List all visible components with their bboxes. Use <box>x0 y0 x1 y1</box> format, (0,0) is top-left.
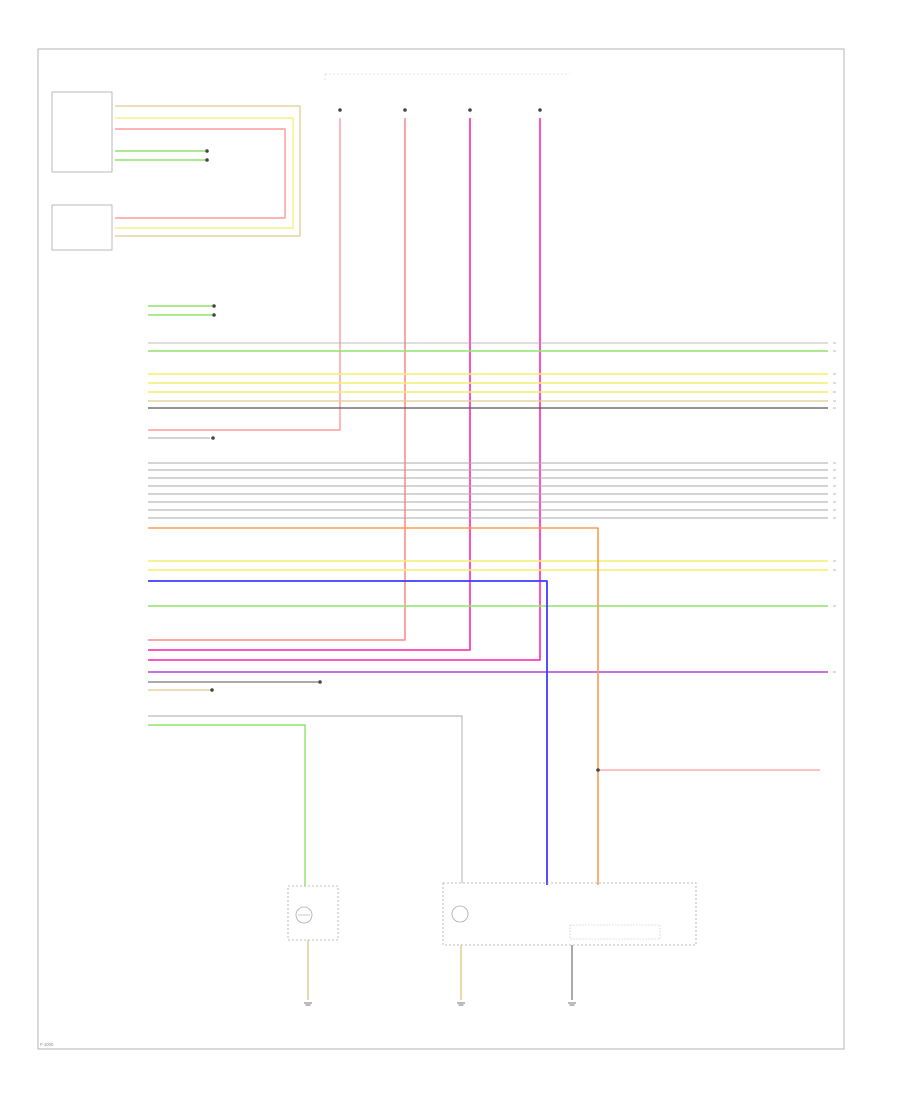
fuse-terminal-4 <box>538 108 542 112</box>
wire-blue-lamp <box>148 580 548 885</box>
connector-dots <box>205 108 836 772</box>
left-ground-component <box>287 885 339 941</box>
component-box-top-left <box>51 91 113 251</box>
fuse-block-group <box>324 73 570 80</box>
wire-orange-lamp <box>148 527 599 885</box>
wire-green-ground <box>148 724 306 886</box>
connector-dot <box>318 680 322 684</box>
connector-dot <box>212 304 216 308</box>
right-lamp-component <box>442 882 697 946</box>
wire-pink-fuse-4 <box>148 118 541 661</box>
wire-gray-lamp <box>148 715 463 883</box>
wire-red-fuse-2 <box>148 118 406 641</box>
ground-symbols <box>304 1002 576 1006</box>
wire-tan-loop <box>115 105 301 237</box>
corner-label: F-1000 <box>40 1042 54 1047</box>
diagram-frame <box>37 48 845 1050</box>
wire-yellow-loop <box>115 117 294 229</box>
fuse-terminal-3 <box>468 108 472 112</box>
wires-layer <box>115 105 828 1000</box>
connector-dot <box>212 313 216 317</box>
connector-dot <box>205 158 209 162</box>
fuse-terminal-1 <box>338 108 342 112</box>
wire-pink-fuse-3 <box>148 118 471 651</box>
wire-red-fuse-1 <box>148 118 341 431</box>
connector-dot <box>596 768 600 772</box>
connector-dot <box>210 688 214 692</box>
wire-red-loop <box>115 128 286 219</box>
connector-dot <box>211 436 215 440</box>
fuse-terminal-2 <box>403 108 407 112</box>
connector-dot <box>205 149 209 153</box>
